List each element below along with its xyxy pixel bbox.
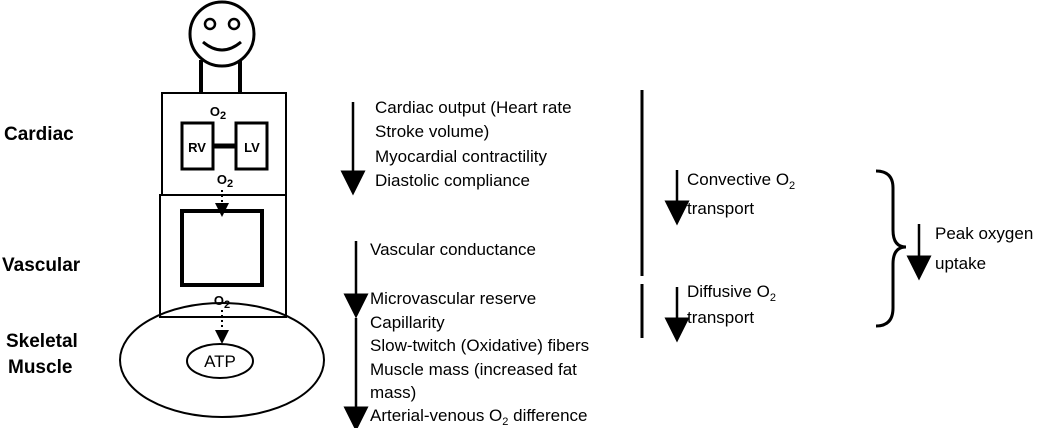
convective-line2: transport bbox=[687, 199, 754, 218]
vascular-factor-1: Vascular conductance bbox=[370, 240, 536, 259]
convective-line1: Convective O2 bbox=[687, 170, 795, 192]
peak-line2: uptake bbox=[935, 254, 986, 273]
muscle-factor-1: Microvascular reserve bbox=[370, 289, 536, 308]
atp-label: ATP bbox=[204, 352, 236, 371]
label-cardiac: Cardiac bbox=[4, 124, 74, 145]
person-figure bbox=[188, 0, 256, 93]
vessel-square bbox=[180, 209, 264, 287]
muscle-ellipse-group: ATP bbox=[119, 302, 325, 418]
cardiac-factor-4: Diastolic compliance bbox=[375, 171, 530, 190]
cardiac-factor-2: Stroke volume) bbox=[375, 122, 489, 141]
muscle-factor-4: Muscle mass (increased fat bbox=[370, 360, 577, 379]
label-skeletal: Skeletal bbox=[6, 331, 78, 352]
vascular-box: O2 bbox=[159, 194, 287, 318]
label-vascular: Vascular bbox=[2, 255, 81, 276]
o2-vascular-label: O2 bbox=[214, 293, 230, 311]
cardiac-factor-1: Cardiac output (Heart rate bbox=[375, 98, 572, 117]
cardiac-box: O2 RV LV O2 bbox=[161, 92, 287, 196]
cardiac-factor-3: Myocardial contractility bbox=[375, 147, 547, 166]
rv-chamber bbox=[180, 121, 215, 171]
right-eye bbox=[227, 17, 241, 31]
atp-ellipse bbox=[186, 343, 254, 379]
diffusive-line2: transport bbox=[687, 308, 754, 327]
muscle-factor-6: Arterial-venous O2 difference bbox=[370, 406, 587, 428]
o2-mid-label: O2 bbox=[217, 172, 233, 190]
muscle-ellipse bbox=[119, 302, 325, 418]
curly-brace bbox=[875, 169, 907, 328]
o2-top-label: O2 bbox=[210, 104, 226, 122]
muscle-factor-5: mass) bbox=[370, 383, 416, 402]
left-eye bbox=[203, 17, 217, 31]
diffusive-line1: Diffusive O2 bbox=[687, 282, 776, 304]
muscle-factor-3: Slow-twitch (Oxidative) fibers bbox=[370, 336, 589, 355]
lv-chamber bbox=[234, 121, 269, 171]
muscle-factor-2: Capillarity bbox=[370, 313, 445, 332]
smile bbox=[202, 40, 242, 52]
label-muscle: Muscle bbox=[8, 357, 72, 378]
peak-line1: Peak oxygen bbox=[935, 224, 1033, 243]
rv-label: RV bbox=[188, 140, 206, 155]
head-circle bbox=[188, 0, 256, 68]
lv-label: LV bbox=[244, 140, 260, 155]
